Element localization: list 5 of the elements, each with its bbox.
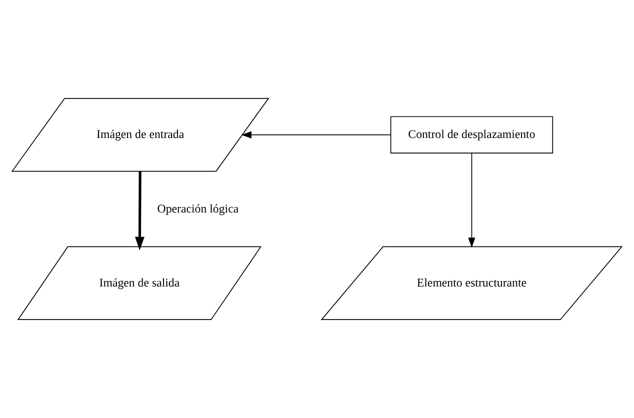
arrow: [241, 131, 392, 138]
arrow: [468, 152, 476, 248]
arrow: [134, 172, 144, 250]
edge-label: Operación lógica: [157, 202, 239, 216]
node-box: Control de desplazamiento: [390, 116, 554, 154]
